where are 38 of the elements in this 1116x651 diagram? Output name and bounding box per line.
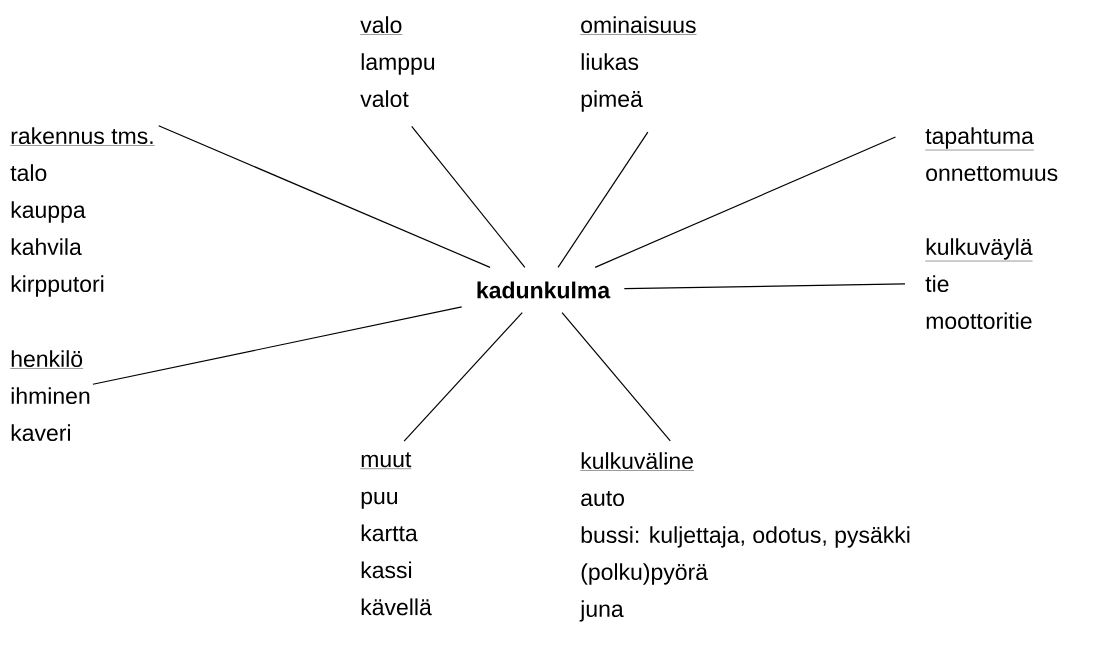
connector-line bbox=[594, 136, 897, 268]
word: lamppu bbox=[361, 53, 435, 75]
word: valot bbox=[360, 90, 409, 108]
word: onnettomuus bbox=[926, 166, 1058, 182]
connector-line bbox=[411, 125, 526, 268]
connector-line bbox=[403, 312, 523, 442]
word: kaveri bbox=[11, 424, 70, 442]
word: juna bbox=[579, 600, 624, 622]
category-heading: tapahtuma bbox=[925, 127, 1035, 151]
word: pimeä bbox=[581, 90, 643, 112]
word: kirpputori bbox=[11, 275, 104, 297]
word: liukas bbox=[581, 53, 639, 71]
word: kävellä bbox=[361, 598, 432, 616]
word: kartta bbox=[361, 524, 418, 542]
word: tie bbox=[925, 275, 949, 293]
word: ihminen bbox=[11, 387, 90, 405]
category-heading: kulkuväline bbox=[580, 452, 695, 471]
connector-line bbox=[561, 312, 671, 442]
word: moottoritie bbox=[926, 312, 1032, 330]
word: auto bbox=[581, 491, 624, 507]
category-heading: henkilö bbox=[10, 350, 84, 369]
center-word: kadunkulma bbox=[477, 281, 611, 299]
word: kahvila bbox=[11, 238, 82, 256]
category-heading: valo bbox=[360, 16, 403, 35]
connector-line bbox=[158, 125, 491, 268]
word: kassi bbox=[361, 561, 412, 579]
category-heading: kulkuväylä bbox=[925, 238, 1033, 262]
word: kauppa bbox=[11, 201, 86, 223]
connector-line bbox=[557, 131, 649, 268]
word: (polku)pyörä bbox=[581, 563, 709, 585]
category-heading: muut bbox=[360, 452, 412, 469]
connector-line bbox=[92, 306, 463, 385]
category-heading: rakennus tms. bbox=[10, 127, 155, 146]
word: bussi: kuljettaja, odotus, pysäkki bbox=[581, 526, 910, 548]
word: talo bbox=[10, 164, 47, 182]
word: puu bbox=[361, 491, 398, 509]
connector-line bbox=[623, 283, 906, 290]
category-heading: ominaisuus bbox=[580, 16, 697, 35]
